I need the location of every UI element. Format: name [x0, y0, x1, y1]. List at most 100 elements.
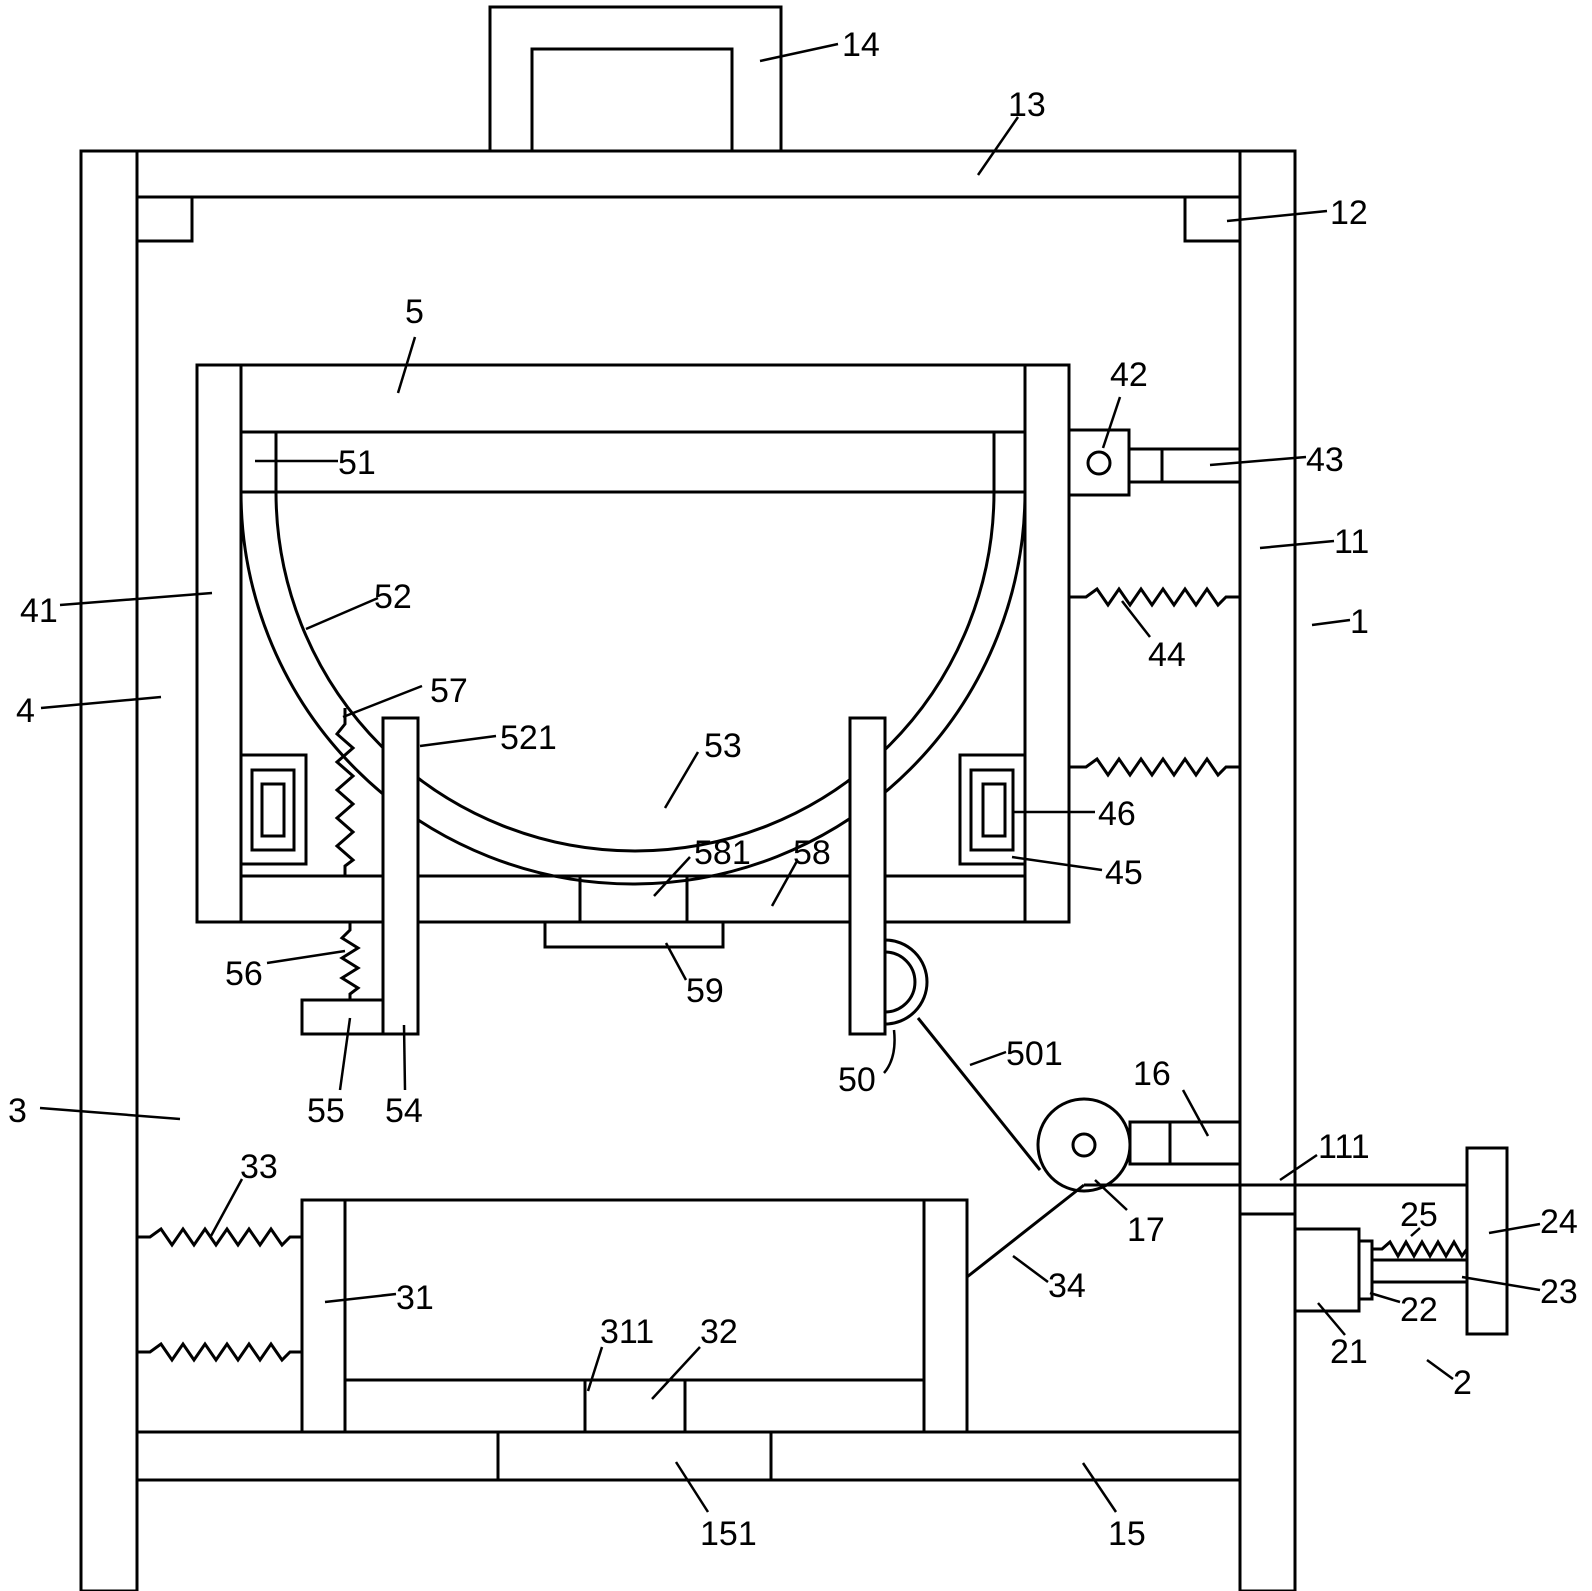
- bottom-plate-59: [543, 920, 725, 949]
- label-17: 17: [1127, 1211, 1165, 1249]
- label-59: 59: [686, 972, 724, 1010]
- leader-41: [59, 591, 213, 607]
- leader-32: [651, 1346, 701, 1400]
- label-51: 51: [338, 444, 376, 482]
- leader-15: [1081, 1462, 1118, 1513]
- label-52: 52: [374, 578, 412, 616]
- lower-box: [300, 1198, 969, 1434]
- label-57: 57: [430, 672, 468, 710]
- left-block-inner: [260, 782, 286, 838]
- base-plate: [135, 1430, 1242, 1482]
- link-34: [966, 1183, 1085, 1279]
- leader-14: [759, 42, 839, 63]
- right-side-block: [958, 753, 1027, 866]
- basin-inner-arc: [274, 491, 996, 853]
- slot-111: [1238, 1183, 1297, 1216]
- left-wall: [79, 149, 139, 1591]
- label-45: 45: [1105, 854, 1143, 892]
- label-5: 5: [405, 293, 424, 331]
- spring-33-lower: [137, 1341, 302, 1363]
- lower-box-right-post: [922, 1198, 969, 1434]
- label-43: 43: [1306, 441, 1344, 479]
- label-2: 2: [1453, 1364, 1472, 1402]
- leader-2: [1426, 1358, 1454, 1381]
- leader-57: [342, 684, 423, 719]
- label-581: 581: [694, 834, 751, 872]
- rod-43-left: [1127, 447, 1164, 484]
- spring-57: [334, 708, 356, 876]
- label-12: 12: [1330, 194, 1368, 232]
- label-4: 4: [16, 692, 35, 730]
- leader-3: [39, 1106, 181, 1121]
- pulley-50-outer: [884, 938, 929, 1026]
- label-11: 11: [1334, 523, 1369, 561]
- pulley-50-inner: [884, 950, 917, 1014]
- left-top-bracket: [135, 195, 194, 243]
- spring-56: [339, 922, 361, 1000]
- outer-frame: [79, 149, 1297, 1591]
- rod-23: [1370, 1258, 1469, 1284]
- leader-59: [664, 942, 688, 981]
- block-55: [300, 998, 385, 1036]
- label-111: 111: [1318, 1128, 1370, 1166]
- leader-5: [396, 336, 417, 394]
- handle-inner: [530, 47, 734, 153]
- leader-55: [338, 1017, 352, 1091]
- label-56: 56: [225, 955, 263, 993]
- spring-33-upper: [137, 1226, 302, 1248]
- left-side-block: [239, 753, 308, 866]
- label-501: 501: [1006, 1035, 1063, 1073]
- bottom-plate-center-block: [496, 1430, 773, 1482]
- leader-45: [1011, 855, 1103, 872]
- leader-31: [324, 1292, 397, 1304]
- label-44: 44: [1148, 636, 1186, 674]
- right-block-inner: [981, 782, 1007, 838]
- bracket-16: [1128, 1120, 1242, 1166]
- label-54: 54: [385, 1092, 423, 1130]
- upper-cross-bar: [239, 430, 1027, 494]
- block-21: [1293, 1227, 1361, 1313]
- leader-33: [209, 1178, 244, 1237]
- leader-4: [40, 695, 162, 710]
- wheel-17-hub: [1071, 1132, 1097, 1158]
- leader-54: [402, 1024, 407, 1091]
- leader-311: [586, 1346, 604, 1392]
- leader-lines: [39, 42, 1541, 1513]
- block-22: [1357, 1239, 1374, 1301]
- leader-58: [770, 860, 799, 907]
- leader-11: [1259, 539, 1335, 550]
- pin-42: [1086, 450, 1112, 476]
- leader-22: [1369, 1291, 1401, 1304]
- upper-frame: [195, 363, 1071, 949]
- leader-25: [1410, 1227, 1421, 1237]
- label-33: 33: [240, 1148, 278, 1186]
- leader-43: [1209, 455, 1307, 467]
- label-25: 25: [1400, 1196, 1438, 1234]
- right-top-bracket: [1183, 195, 1242, 243]
- label-15: 15: [1108, 1515, 1146, 1553]
- label-311: 311: [600, 1313, 654, 1351]
- leader-53: [663, 751, 700, 809]
- label-151: 151: [700, 1515, 757, 1553]
- leader-23: [1461, 1275, 1541, 1292]
- leader-56: [266, 949, 346, 965]
- leader-13: [976, 116, 1020, 176]
- leader-581: [653, 856, 691, 897]
- label-14: 14: [842, 26, 880, 64]
- leader-42: [1101, 396, 1122, 449]
- leader-16: [1181, 1089, 1210, 1137]
- lower-box-left-post: [300, 1198, 347, 1434]
- leader-1: [1311, 618, 1351, 627]
- basin-outer-arc: [239, 491, 1027, 886]
- handle: [488, 5, 783, 153]
- leader-44: [1121, 600, 1151, 638]
- label-23: 23: [1540, 1273, 1578, 1311]
- leader-521: [419, 734, 497, 748]
- leader-111: [1279, 1153, 1318, 1182]
- label-58: 58: [793, 834, 831, 872]
- spring-25: [1372, 1238, 1469, 1260]
- right-wall: [1238, 149, 1297, 1591]
- left-rod-54: [381, 716, 420, 1036]
- upper-frame-left-post: [195, 363, 243, 924]
- label-41: 41: [20, 592, 58, 630]
